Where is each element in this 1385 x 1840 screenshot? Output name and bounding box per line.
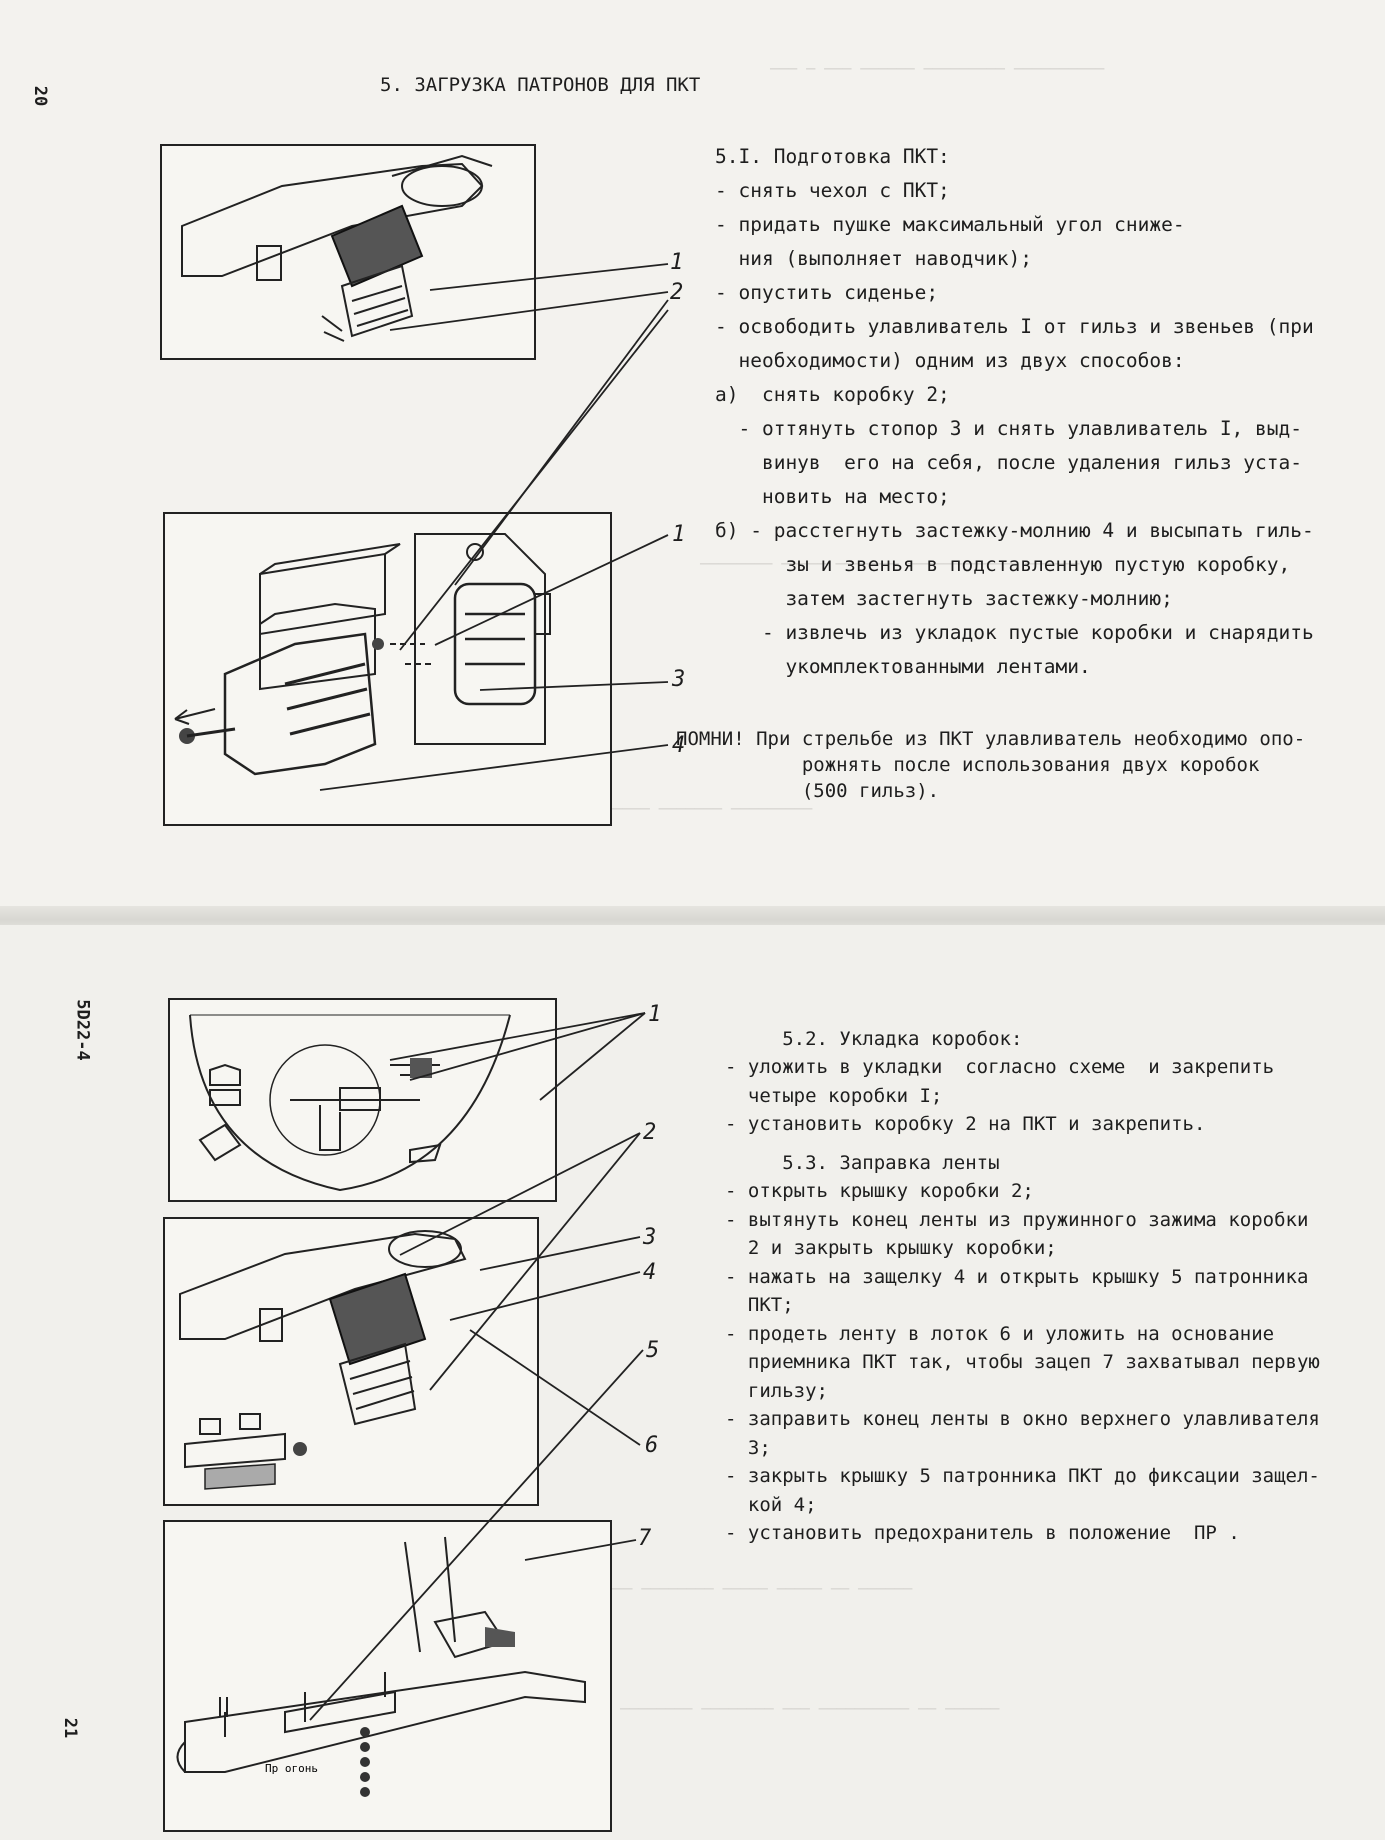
safety-marks: Пр огонь [265, 1762, 318, 1775]
text-line: кой 4; [725, 1493, 817, 1516]
bleed-through-text: ─── ─ ─── ────── ───────── ────────── [770, 60, 1105, 78]
callout-4: 4 [643, 1260, 657, 1285]
callout-6: 6 [645, 1433, 659, 1458]
text-line: - уложить в укладки согласно схеме и зак… [725, 1056, 1275, 1078]
text-line: зы и звенья в подставленную пустую короб… [715, 553, 1291, 576]
text-line: 5.I. Подготовка ПКТ: [715, 145, 950, 168]
text-line [725, 1139, 1320, 1149]
text-line: ПКТ; [725, 1294, 794, 1316]
pkt-lid-drawing [179, 1230, 467, 1490]
callout-1: 1 [648, 1002, 662, 1027]
text-line: - придать пушке максимальный угол сниже- [715, 213, 1185, 236]
side-code: 5D22-4 [72, 999, 93, 1061]
text-line: укомплектованными лентами. [715, 655, 1091, 678]
text-line: - опустить сиденье; [715, 281, 939, 304]
box-stowage-drawing [189, 1014, 511, 1192]
callout-7: 7 [638, 1526, 652, 1551]
text-line: затем застегнуть застежку-молнию; [715, 587, 1173, 610]
text-line: ПОМНИ! При стрельбе из ПКТ улавливатель … [676, 728, 1306, 750]
instructions-5-1: 5.I. Подготовка ПКТ: - снять чехол с ПКТ;… [715, 106, 1314, 718]
page-number: 21 [60, 1717, 81, 1739]
text-line: ния (выполняет наводчик); [715, 247, 1032, 270]
text-line: 5.3. Заправка ленты [725, 1151, 1000, 1174]
text-line: - извлечь из укладок пустые коробки и сн… [715, 621, 1314, 644]
text-line: - закрыть крышку 5 патронника ПКТ до фик… [725, 1465, 1320, 1487]
text-line: рожнять после использования двух коробок [676, 754, 1260, 776]
callout-1: 1 [670, 250, 684, 275]
text-line: - освободить улавливатель I от гильз и з… [715, 315, 1314, 338]
pkt-catcher-drawing [181, 154, 493, 342]
text-line: приемника ПКТ так, чтобы зацеп 7 захваты… [725, 1351, 1320, 1373]
text-line: б) - расстегнуть застежку-молнию 4 и выс… [715, 519, 1314, 542]
text-line: - установить предохранитель в положение … [725, 1522, 1240, 1544]
text-line: - продеть ленту в лоток 6 и уложить на о… [725, 1322, 1275, 1345]
figure-pkt-catcher [160, 144, 536, 360]
bleed-through-text: ──────── ──────── ─── ────────── ── ────… [620, 1700, 1000, 1718]
text-line: а) снять коробку 2; [715, 383, 950, 406]
text-line: - вытянуть конец ленты из пружинного заж… [725, 1208, 1309, 1231]
text-line: (500 гильз). [676, 780, 940, 802]
text-line: четыре коробки I; [725, 1084, 943, 1107]
section-title: 5. ЗАГРУЗКА ПАТРОНОВ ДЛЯ ПКТ [380, 74, 701, 96]
callout-3: 3 [643, 1225, 657, 1250]
text-line: - оттянуть стопор 3 и снять улавливатель… [715, 417, 1302, 440]
text-line: - открыть крышку коробки 2; [725, 1180, 1034, 1202]
figure-box-stowage [168, 998, 557, 1202]
figure-belt-receiver: Пр огонь [163, 1520, 612, 1832]
text-line: - установить коробку 2 на ПКТ и закрепит… [725, 1113, 1206, 1135]
callout-5: 5 [646, 1338, 660, 1363]
callout-1: 1 [672, 522, 686, 547]
callout-2: 2 [643, 1120, 657, 1145]
figure-pkt-lid [163, 1217, 539, 1506]
callout-3: 3 [672, 667, 686, 692]
bleed-through-text: ──────── ───── ─────── ──────────── ────… [700, 555, 1080, 573]
catcher-detail-drawing [174, 533, 551, 776]
text-line: 5.2. Укладка коробок: [725, 1027, 1023, 1050]
callout-2: 2 [670, 280, 684, 305]
belt-receiver-drawing: Пр огонь [176, 1536, 586, 1797]
figure-catcher-detail [163, 512, 612, 826]
text-line: - заправить конец ленты в окно верхнего … [725, 1408, 1320, 1430]
remember-note: ПОМНИ! При стрельбе из ПКТ улавливатель … [676, 700, 1305, 830]
text-line: - снять чехол с ПКТ; [715, 179, 950, 202]
text-line: 2 и закрыть крышку коробки; [725, 1237, 1057, 1259]
page-number: 20 [30, 85, 51, 107]
text-line: гильзу; [725, 1379, 828, 1402]
text-line: 3; [725, 1436, 771, 1459]
text-line: новить на место; [715, 485, 950, 508]
text-line: необходимости) одним из двух способов: [715, 349, 1185, 372]
callout-4: 4 [672, 733, 686, 758]
bleed-through-text: ──────── ──────── ───── ───── ── ────── [560, 1580, 913, 1598]
text-line: - нажать на защелку 4 и открыть крышку 5… [725, 1265, 1309, 1288]
text-line: винув его на себя, после удаления гильз … [715, 451, 1302, 474]
instructions-5-2-5-3: 5.2. Укладка коробок: - уложить в укладки… [725, 996, 1320, 1576]
